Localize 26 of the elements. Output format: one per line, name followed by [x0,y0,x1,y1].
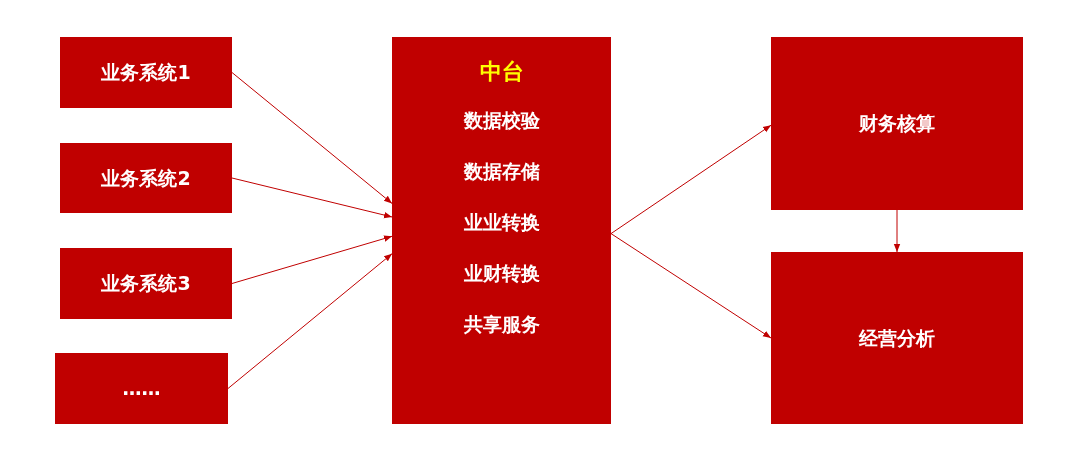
arrow [610,233,772,339]
box-label: 业财转换 [463,261,540,285]
box-label: 数据存储 [463,160,540,183]
box-label: 业务系统2 [101,166,191,190]
box-label: 业业转换 [463,211,540,234]
arrow [231,177,393,219]
arrow [231,72,393,204]
arrow [227,253,393,389]
box-label: 业务系统1 [101,61,191,84]
box-label: 业务系统3 [101,272,191,295]
process-box [60,37,232,108]
process-box [55,353,228,424]
box-label: 共享服务 [463,312,540,336]
box-label: 经营分析 [859,326,935,350]
process-box [60,143,232,213]
process-box [392,37,611,424]
process-box [771,37,1023,210]
process-box [60,248,232,319]
box-heading: 中台 [479,59,524,86]
process-box [771,252,1023,424]
box-label: 财务核算 [859,112,935,135]
box-label: 数据校验 [463,109,540,133]
arrow [893,209,901,253]
arrow [231,235,393,284]
arrow [610,124,772,235]
box-label: …… [122,377,161,400]
